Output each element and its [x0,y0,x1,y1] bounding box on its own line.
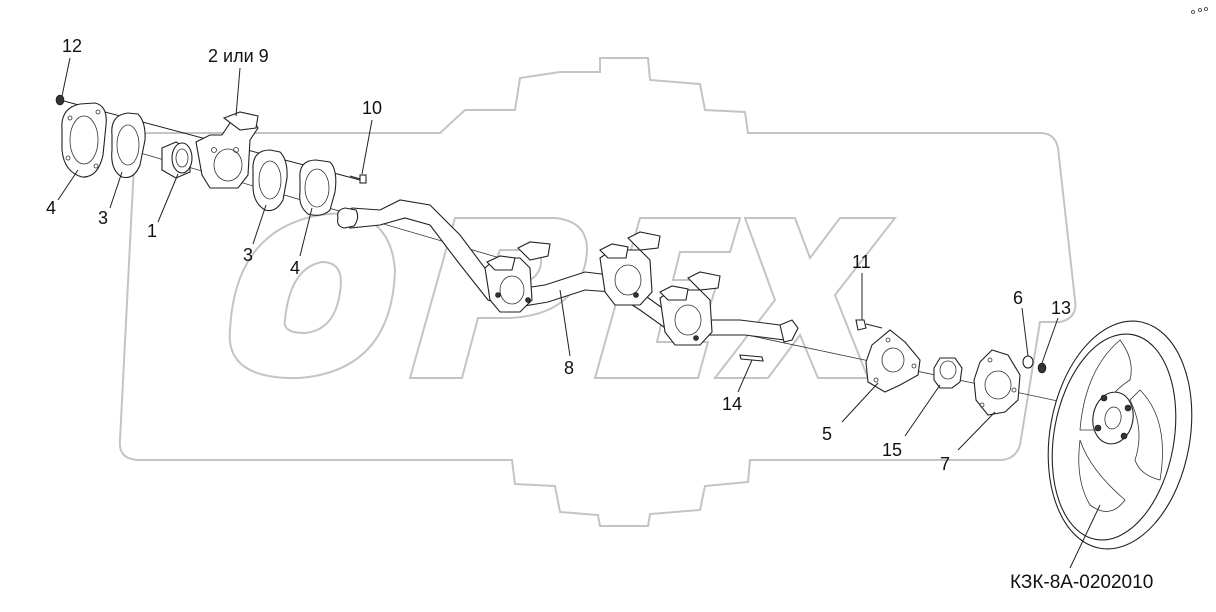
part-5-flange [865,329,921,393]
corner-mark [1191,7,1208,14]
watermark-gear [118,57,1077,527]
callout-13: 13 [1051,298,1071,318]
callout-3-left: 3 [98,208,108,228]
pulley [1047,320,1193,550]
part-8-shaft [337,199,799,343]
part-6-washer [1022,355,1034,369]
part-4-gasket-right [299,159,337,216]
callout-4-right: 4 [290,258,300,278]
part-10-bolt [349,174,367,184]
part-12-nut [55,94,65,106]
callout-labels: 12 2 или 9 10 4 3 1 3 4 8 11 14 5 15 6 1… [46,36,1071,474]
part-15-bushing [933,357,963,389]
callout-15: 15 [882,440,902,460]
callout-14: 14 [722,394,742,414]
callout-3-right: 3 [243,245,253,265]
callout-1: 1 [147,221,157,241]
shaft-bearing-left [484,241,551,313]
leader-lines [57,57,1101,569]
watermark-letter-o [228,212,397,380]
callout-8: 8 [564,358,574,378]
callout-5: 5 [822,424,832,444]
callout-11: 11 [852,252,871,272]
part-13-nut [1037,362,1047,374]
callout-7: 7 [940,454,950,474]
callout-2-or-9: 2 или 9 [208,46,269,66]
callout-4-left: 4 [46,198,56,218]
watermark-letter-x [712,217,898,379]
shaft-bearing-middle [599,231,661,306]
part-3-gasket [111,112,146,179]
shaft-bearing-right [659,271,721,346]
part-7-flange [973,349,1021,416]
part-4-gasket [61,102,107,178]
part-11-bolt [855,319,883,331]
part-1-bearing [161,141,193,179]
callout-12: 12 [62,36,82,56]
drawing-code: КЗК-8А-0202010 [1010,572,1153,593]
part-14-key [739,354,764,362]
part-3-gasket-right [252,149,288,212]
callout-10: 10 [362,98,382,118]
callout-6: 6 [1013,288,1023,308]
part-2-or-9-housing [195,111,259,189]
